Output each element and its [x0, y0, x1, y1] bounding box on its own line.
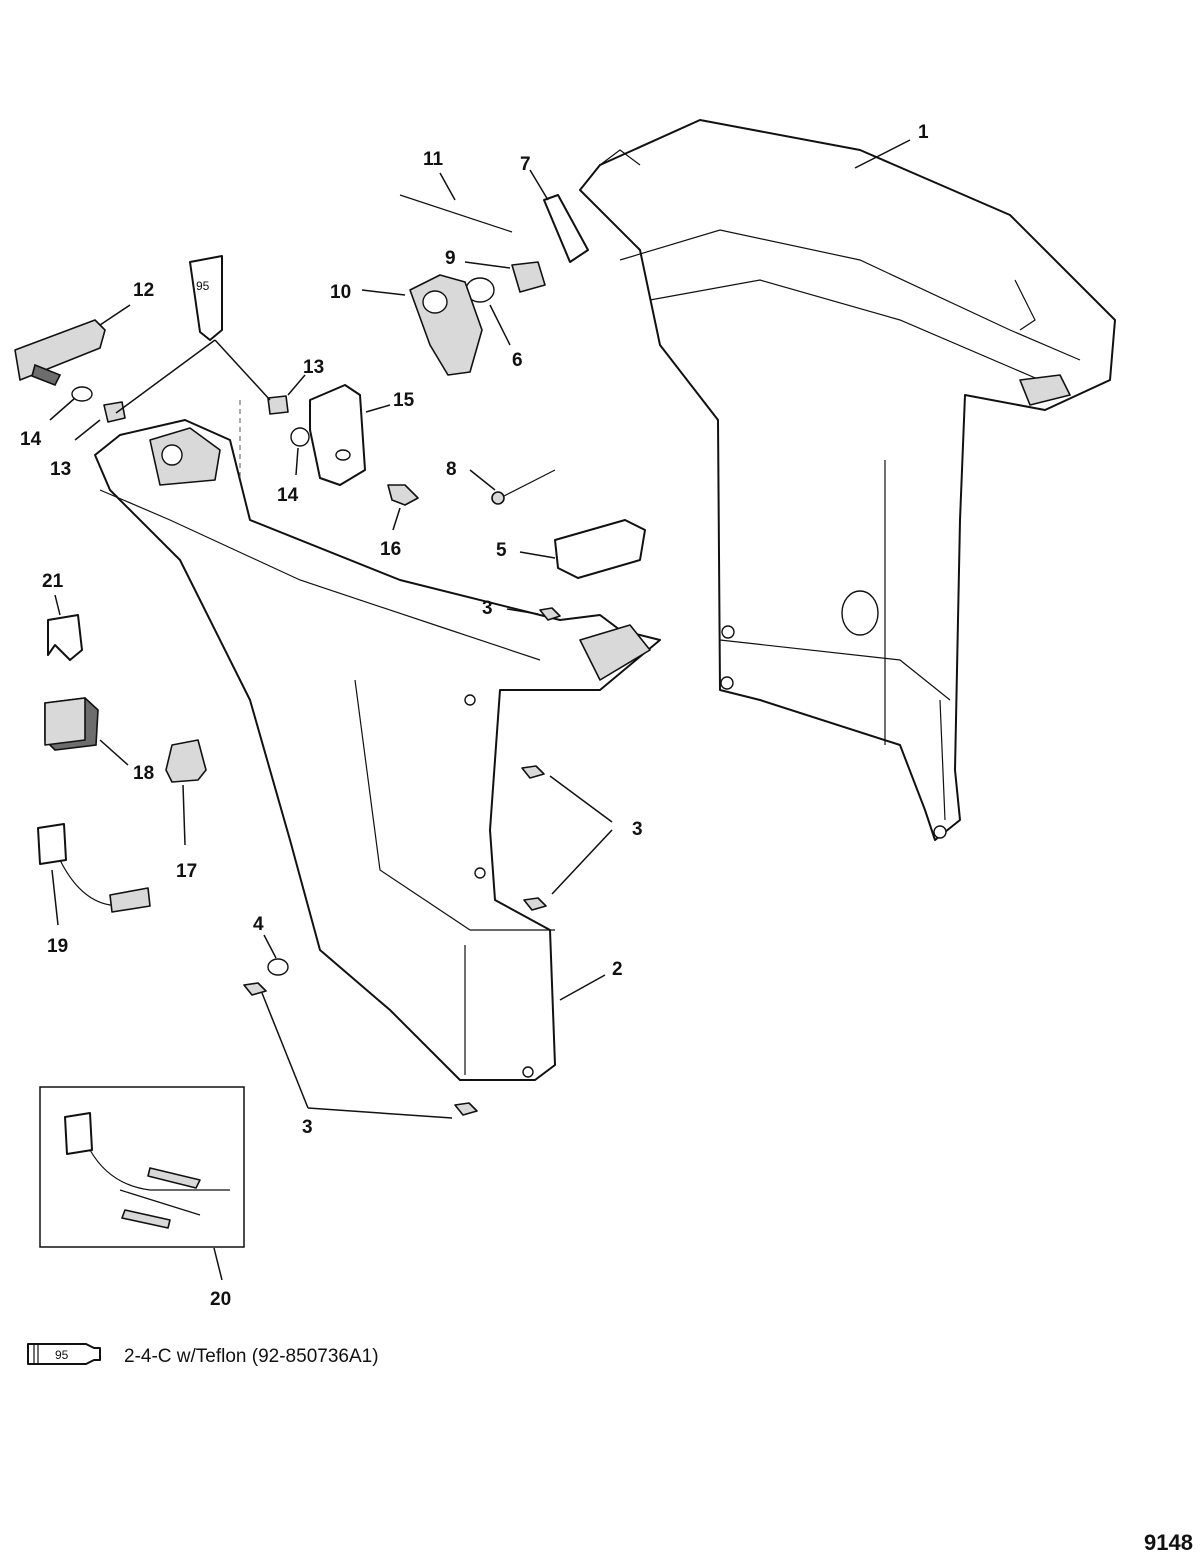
part-20-kit-box [39, 1086, 245, 1248]
part-12-handle [14, 319, 106, 387]
part-14-washer [290, 427, 310, 447]
callout-11: 11 [423, 149, 444, 170]
callout-2: 2 [612, 959, 623, 980]
callout-3: 3 [632, 819, 643, 840]
callout-9: 9 [445, 248, 456, 269]
callout-3: 3 [482, 598, 493, 619]
part-1-rear-cowl [579, 119, 1116, 841]
part-16-screw [387, 484, 419, 506]
part-3-screw [539, 607, 561, 621]
callout-21: 21 [42, 571, 64, 592]
callout-14: 14 [20, 429, 42, 450]
callout-6: 6 [512, 350, 523, 371]
part-8-bolt [499, 469, 556, 499]
part-13-bushing [103, 401, 126, 423]
part-3-screw [523, 897, 547, 911]
sealant-legend: 95 2-4-C w/Teflon (92-850736A1) [27, 1343, 379, 1367]
callout-10: 10 [330, 282, 351, 303]
callout-16: 16 [380, 539, 401, 560]
part-3-screw [243, 982, 267, 996]
part-14-washer [71, 386, 93, 402]
svg-text:95: 95 [196, 279, 210, 293]
part-13-bushing [267, 395, 289, 415]
part-21-clip [47, 614, 83, 661]
callout-12: 12 [133, 280, 154, 301]
callout-13: 13 [50, 459, 71, 480]
callout-17: 17 [176, 861, 197, 882]
sealant-tube-legend-icon [27, 1343, 101, 1365]
part-15-plate [309, 384, 366, 486]
part-9-knob [511, 261, 546, 293]
callout-14: 14 [277, 485, 299, 506]
part-17-grommet [165, 739, 207, 783]
callout-1: 1 [918, 122, 929, 143]
legend-description: 2-4-C w/Teflon (92-850736A1) [124, 1346, 379, 1367]
callout-18: 18 [133, 763, 154, 784]
part-5-cover [554, 519, 646, 579]
callout-19: 19 [47, 936, 68, 957]
callout-13: 13 [303, 357, 324, 378]
legend-tube-number: 95 [55, 1348, 69, 1362]
callout-3: 3 [302, 1117, 313, 1138]
callout-4: 4 [253, 914, 264, 935]
callout-8: 8 [446, 459, 457, 480]
leader-lines [49, 139, 911, 1281]
part-3-screw [454, 1102, 478, 1116]
part-7-bracket [543, 194, 589, 263]
callout-5: 5 [496, 540, 507, 561]
part-19-switch-harness [37, 823, 151, 913]
callout-20: 20 [210, 1289, 231, 1310]
part-3-screw [521, 765, 545, 779]
callout-labels: 1 2 3 3 3 4 5 6 7 8 9 10 11 12 13 13 14 … [20, 122, 929, 1310]
callout-15: 15 [393, 390, 415, 411]
part-4-washer [267, 958, 289, 976]
drawing-number: 9148 [1144, 1530, 1193, 1555]
part-2-lower-cowl [94, 419, 661, 1081]
part-11-rod [399, 194, 513, 233]
callout-7: 7 [520, 154, 531, 175]
sealant-tube-icon: 95 [189, 255, 223, 341]
